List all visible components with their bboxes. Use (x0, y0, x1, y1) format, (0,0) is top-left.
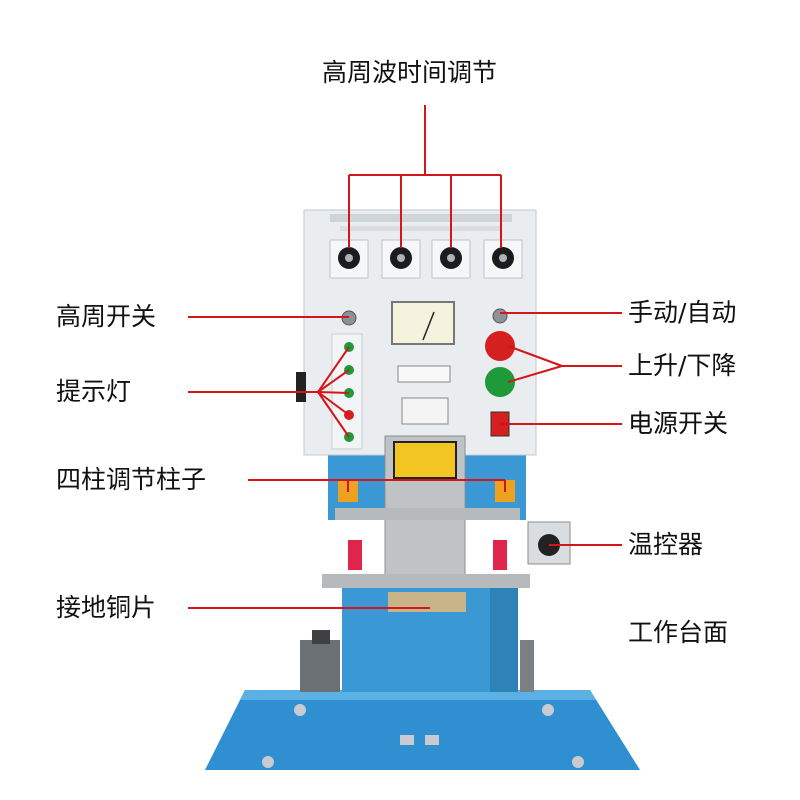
table-bolt (425, 735, 439, 745)
ammeter (391, 301, 455, 345)
small-meter (401, 397, 449, 425)
label-four-column-adjust: 四柱调节柱子 (56, 465, 207, 494)
table-bolt (400, 735, 414, 745)
side-knob (296, 372, 306, 402)
manual-auto-switch-knob[interactable] (492, 308, 508, 324)
label-temp-controller: 温控器 (628, 530, 704, 559)
blue-column-shade (490, 582, 518, 692)
leader-lines (188, 105, 622, 609)
side-bracket (520, 640, 534, 692)
cabinet-subtitle-strip (340, 226, 502, 231)
label-up-down: 上升/下降 (628, 351, 737, 380)
worktable-surface (205, 690, 640, 770)
air-valve-top (312, 630, 330, 644)
label-hf-time-adjust: 高周波时间调节 (322, 58, 498, 87)
green-mushroom-button[interactable] (485, 367, 515, 397)
label-ground-copper: 接地铜片 (56, 593, 157, 622)
air-valve (300, 640, 340, 692)
press-bar (322, 574, 530, 588)
table-bolt (262, 756, 274, 768)
label-power-switch: 电源开关 (628, 409, 729, 438)
red-mushroom-button[interactable] (485, 331, 515, 361)
label-manual-auto: 手动/自动 (628, 298, 737, 327)
table-bolt (542, 704, 554, 716)
worktable-edge (240, 690, 596, 700)
table-bolt (294, 704, 306, 716)
warning-label (393, 441, 457, 479)
table-bolt (572, 756, 584, 768)
label-worktable: 工作台面 (628, 618, 729, 647)
cabinet-title-strip (330, 214, 512, 222)
ammeter-needle (422, 311, 435, 341)
label-hf-switch: 高周开关 (56, 302, 157, 331)
label-indicator-lights: 提示灯 (56, 377, 132, 406)
nameplate (397, 365, 451, 383)
